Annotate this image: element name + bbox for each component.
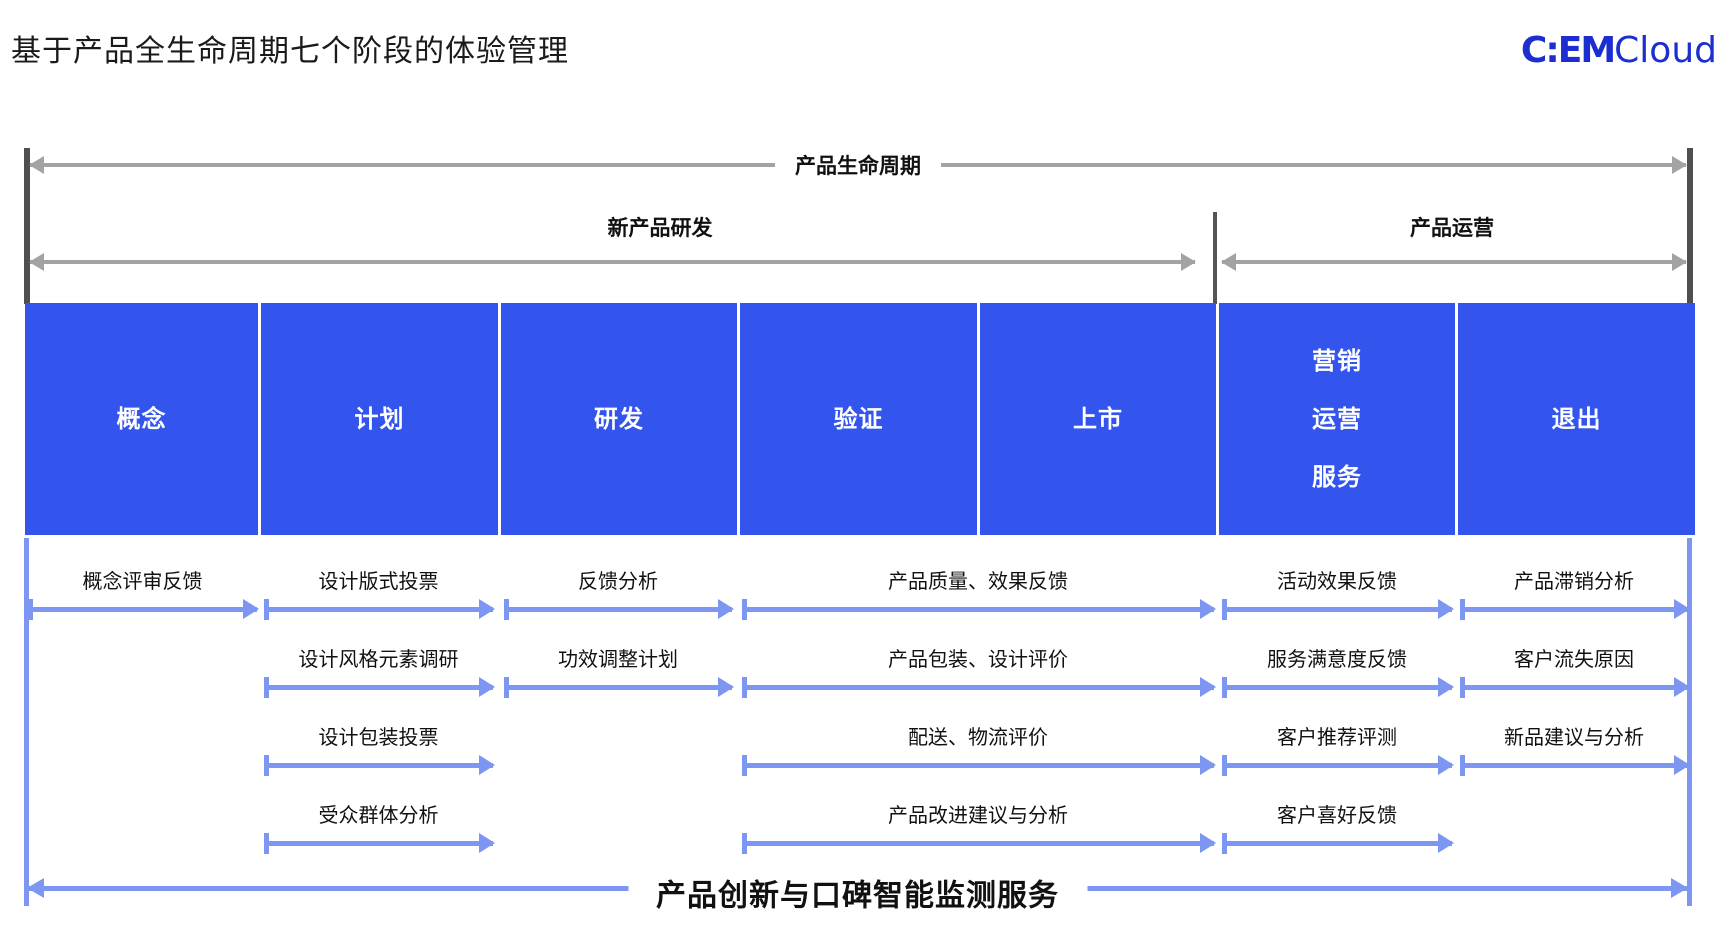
feedback-arrow-icon xyxy=(264,833,495,854)
feedback-item-churn-reason: 客户流失原因 xyxy=(1460,643,1690,703)
feedback-label: 活动效果反馈 xyxy=(1277,569,1397,593)
feedback-arrow-icon xyxy=(264,755,495,776)
feedback-label: 客户喜好反馈 xyxy=(1277,803,1397,827)
feedback-item-service-satisfaction: 服务满意度反馈 xyxy=(1222,643,1454,703)
feedback-label: 功效调整计划 xyxy=(558,647,678,671)
phase-label-new-product-rd: 新产品研发 xyxy=(607,216,713,240)
feedback-label: 客户流失原因 xyxy=(1514,647,1634,671)
feedback-label: 反馈分析 xyxy=(578,569,658,593)
feedback-label: 产品质量、效果反馈 xyxy=(888,569,1068,593)
feedback-item-delivery-logistics: 配送、物流评价 xyxy=(742,721,1216,781)
feedback-arrow-icon xyxy=(1460,677,1690,698)
feedback-label: 产品包装、设计评价 xyxy=(888,647,1068,671)
arrow-right-head-icon xyxy=(1181,253,1196,271)
stage-label: 上市 xyxy=(1073,405,1123,433)
feedback-label: 设计风格元素调研 xyxy=(298,647,459,671)
feedback-label: 受众群体分析 xyxy=(318,803,439,827)
arrow-left-head-icon xyxy=(27,878,44,898)
feedback-arrow-icon xyxy=(742,599,1216,620)
feedback-label: 新品建议与分析 xyxy=(1504,725,1644,749)
left-rail-top xyxy=(24,148,30,304)
feedback-label: 客户推荐评测 xyxy=(1277,725,1397,749)
right-rail-top xyxy=(1687,148,1693,304)
feedback-arrow-icon xyxy=(504,677,734,698)
feedback-arrow-icon xyxy=(1222,677,1454,698)
arrow-right-head-icon xyxy=(1671,878,1688,898)
feedback-label: 设计包装投票 xyxy=(318,725,439,749)
lifecycle-arrow: 产品生命周期 xyxy=(29,150,1687,180)
feedback-arrow-icon xyxy=(504,599,734,620)
feedback-item-layout-vote: 设计版式投票 xyxy=(264,565,495,625)
feedback-arrow-icon xyxy=(1222,833,1454,854)
feedback-arrow-icon xyxy=(742,755,1216,776)
stage-box-marketing-ops-service: 营销 运营 服务 xyxy=(1219,303,1455,535)
phase-arrow-new-product-rd xyxy=(29,253,1196,271)
feedback-arrow-icon xyxy=(742,677,1216,698)
feedback-item-style-research: 设计风格元素调研 xyxy=(264,643,495,703)
feedback-item-preference-feedback: 客户喜好反馈 xyxy=(1222,799,1454,859)
feedback-item-unsalable-analysis: 产品滞销分析 xyxy=(1460,565,1690,625)
stage-box-plan: 计划 xyxy=(261,303,498,535)
monitoring-service-arrow: 产品创新与口碑智能监测服务 xyxy=(27,870,1688,915)
feedback-item-new-product-suggestion: 新品建议与分析 xyxy=(1460,721,1690,781)
feedback-item-efficacy-plan: 功效调整计划 xyxy=(504,643,734,703)
logo-cem-text: C:EM xyxy=(1520,30,1616,71)
feedback-item-improvement-suggestion: 产品改进建议与分析 xyxy=(742,799,1216,859)
feedback-arrow-icon xyxy=(1222,755,1454,776)
feedback-arrow-icon xyxy=(264,677,495,698)
lifecycle-label: 产品生命周期 xyxy=(775,150,941,180)
stage-box-concept: 概念 xyxy=(25,303,258,535)
stage-label: 营销 运营 服务 xyxy=(1312,347,1362,491)
feedback-item-feedback-analysis: 反馈分析 xyxy=(504,565,734,625)
feedback-arrow-icon xyxy=(264,599,495,620)
stage-box-launch: 上市 xyxy=(980,303,1216,535)
cemcloud-logo: C:EMCloud xyxy=(1521,30,1717,71)
feedback-item-audience-analysis: 受众群体分析 xyxy=(264,799,495,859)
stage-label: 验证 xyxy=(833,405,884,433)
feedback-label: 服务满意度反馈 xyxy=(1267,647,1407,671)
stage-box-exit: 退出 xyxy=(1458,303,1695,535)
phase-label-product-operation: 产品运营 xyxy=(1410,216,1494,240)
feedback-arrow-icon xyxy=(28,599,259,620)
feedback-label: 概念评审反馈 xyxy=(82,569,203,593)
feedback-arrow-icon xyxy=(742,833,1216,854)
phase-divider xyxy=(1213,212,1217,304)
page-title: 基于产品全生命周期七个阶段的体验管理 xyxy=(11,34,569,69)
feedback-arrow-icon xyxy=(1460,599,1690,620)
stage-label: 退出 xyxy=(1551,405,1602,433)
feedback-label: 配送、物流评价 xyxy=(908,725,1048,749)
feedback-item-packaging-design: 产品包装、设计评价 xyxy=(742,643,1216,703)
arrow-left-head-icon xyxy=(29,156,44,174)
right-rail-bottom xyxy=(1687,538,1692,906)
stage-box-verify: 验证 xyxy=(740,303,977,535)
arrow-left-head-icon xyxy=(29,253,44,271)
phase-arrow-product-operation xyxy=(1221,253,1687,271)
stage-label: 研发 xyxy=(594,405,644,433)
feedback-label: 产品滞销分析 xyxy=(1514,569,1634,593)
arrow-right-head-icon xyxy=(1672,253,1687,271)
feedback-arrow-icon xyxy=(1460,755,1690,776)
feedback-item-quality-effect: 产品质量、效果反馈 xyxy=(742,565,1216,625)
left-rail-bottom xyxy=(24,538,29,906)
arrow-left-head-icon xyxy=(1221,253,1236,271)
arrow-right-head-icon xyxy=(1672,156,1687,174)
stage-label: 计划 xyxy=(354,405,405,433)
stage-box-develop: 研发 xyxy=(501,303,737,535)
feedback-label: 产品改进建议与分析 xyxy=(888,803,1068,827)
feedback-item-concept-review: 概念评审反馈 xyxy=(28,565,259,625)
feedback-item-activity-effect: 活动效果反馈 xyxy=(1222,565,1454,625)
feedback-item-packaging-vote: 设计包装投票 xyxy=(264,721,495,781)
stage-label: 概念 xyxy=(116,405,167,433)
feedback-label: 设计版式投票 xyxy=(318,569,439,593)
logo-cloud-text: Cloud xyxy=(1614,30,1717,71)
feedback-arrow-icon xyxy=(1222,599,1454,620)
feedback-item-recommendation-review: 客户推荐评测 xyxy=(1222,721,1454,781)
monitoring-service-label: 产品创新与口碑智能监测服务 xyxy=(628,870,1087,915)
